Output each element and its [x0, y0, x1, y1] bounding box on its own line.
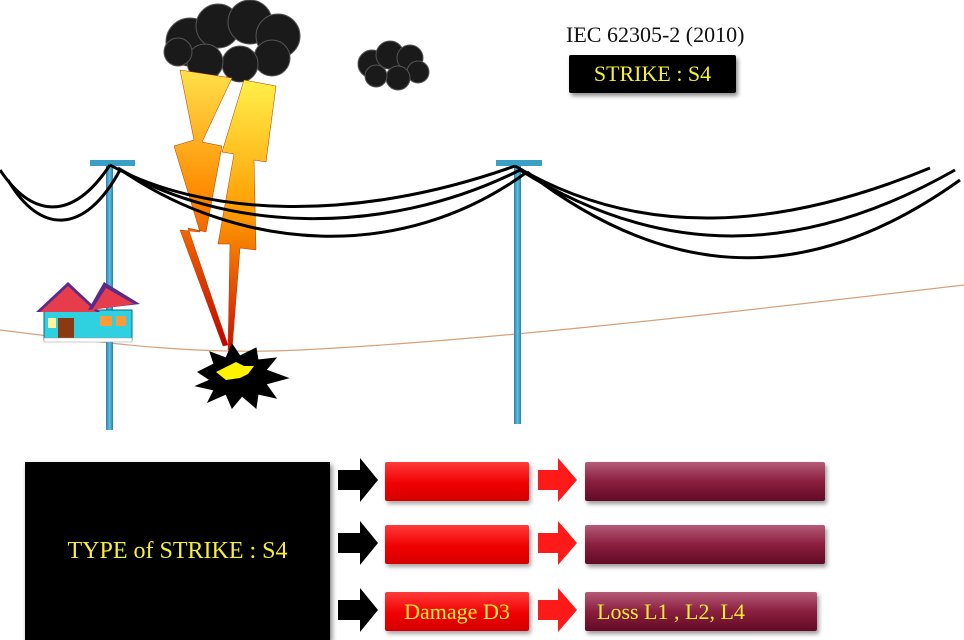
arrow-type-to-row1 [338, 458, 378, 502]
storm-cloud-icon [357, 40, 430, 91]
flow-arrows [338, 458, 577, 632]
arrow-damage-to-loss-row1 [538, 458, 577, 502]
damage-box-row1 [385, 462, 529, 501]
standard-label: IEC 62305-2 (2010) [566, 22, 745, 47]
damage-box-row3: Damage D3 [385, 592, 529, 631]
arrow-type-to-row2 [338, 521, 378, 565]
strike-badge: STRIKE : S4 [569, 55, 736, 93]
loss-box-row2 [585, 525, 825, 564]
ground-line [0, 284, 964, 352]
arrow-damage-to-loss-row3 [538, 588, 577, 632]
impact-flash-icon [194, 342, 290, 409]
loss-box-row3: Loss L1 , L2, L4 [585, 592, 817, 631]
power-lines [0, 163, 961, 260]
storm-cloud-icon [163, 0, 301, 83]
arrow-type-to-row3 [338, 588, 378, 632]
loss-box-row1 [585, 462, 825, 501]
damage-box-row2 [385, 525, 529, 564]
house-icon [36, 282, 140, 343]
pole-right [496, 160, 542, 424]
arrow-damage-to-loss-row2 [538, 521, 577, 565]
type-of-strike-box: TYPE of STRIKE : S4 [25, 462, 330, 640]
